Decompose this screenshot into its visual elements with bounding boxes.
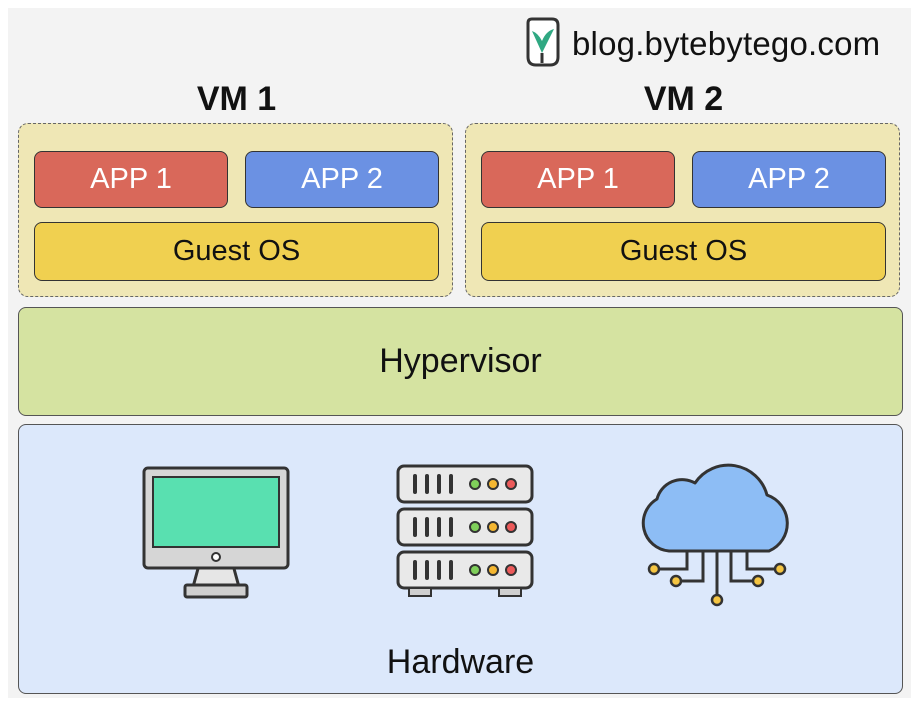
app-box: APP 2 — [245, 151, 439, 208]
vm-box: APP 1 APP 2 Guest OS — [18, 123, 453, 297]
brand: blog.bytebytego.com — [522, 17, 881, 72]
hypervisor-label: Hypervisor — [379, 342, 542, 380]
guest-os-box: Guest OS — [34, 222, 439, 281]
app-box: APP 1 — [34, 151, 228, 208]
guest-os-box: Guest OS — [481, 222, 886, 281]
hardware-label: Hardware — [386, 643, 535, 681]
app-box: APP 1 — [481, 151, 675, 208]
bytebytego-logo-icon — [522, 17, 562, 72]
vm-title: VM 2 — [643, 80, 724, 118]
vm-box: APP 1 APP 2 Guest OS — [465, 123, 900, 297]
app-box: APP 2 — [692, 151, 886, 208]
hardware-layer: Hardware — [18, 424, 903, 694]
hypervisor-layer: Hypervisor — [18, 307, 903, 416]
monitor-icon — [141, 465, 291, 605]
cloud-network-icon — [637, 455, 797, 615]
vm-title: VM 1 — [196, 80, 277, 118]
server-rack-icon — [395, 463, 535, 603]
brand-text: blog.bytebytego.com — [572, 25, 881, 62]
